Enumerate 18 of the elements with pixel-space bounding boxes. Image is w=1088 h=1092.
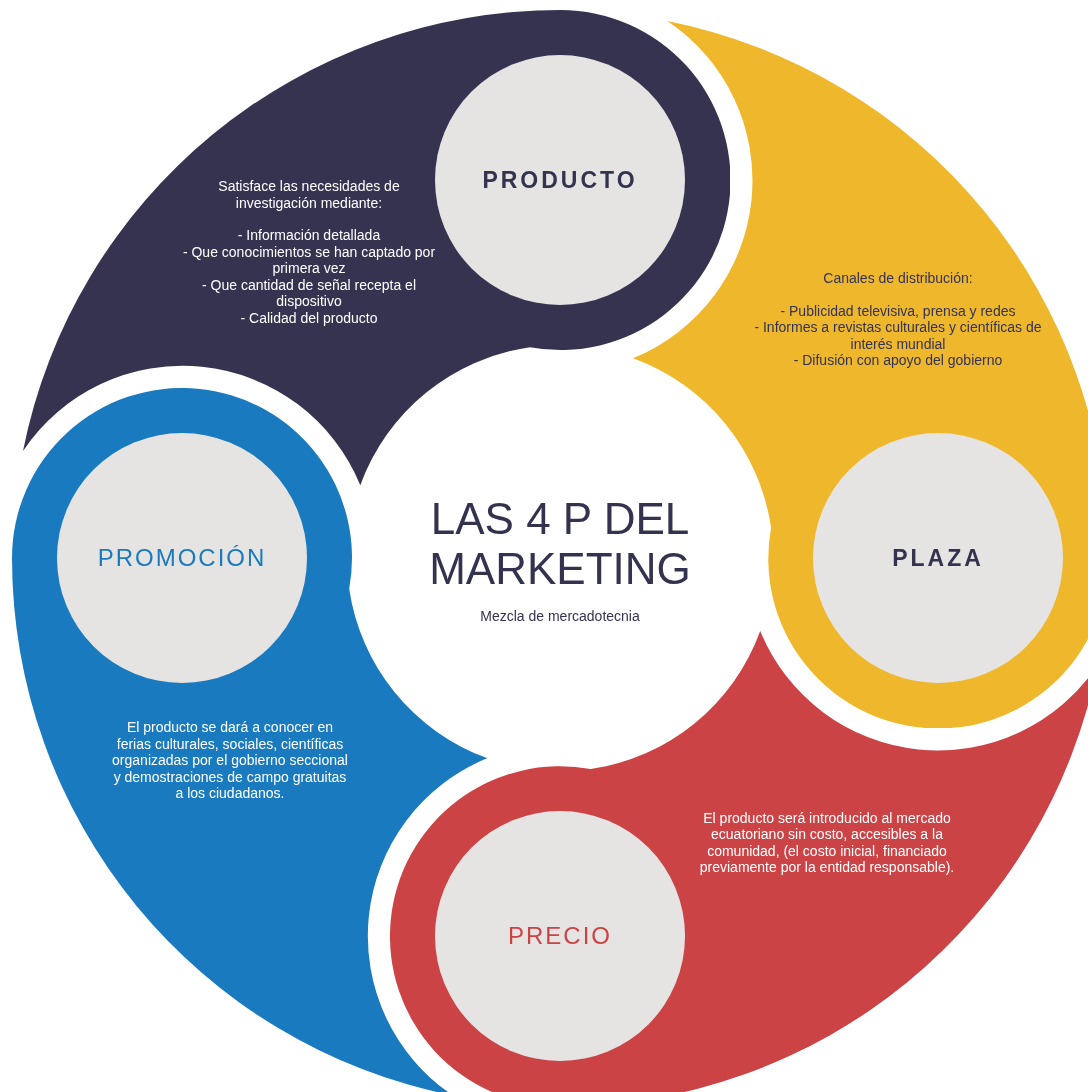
body-text: - Que conocimientos se han captado por primera vez (181, 243, 437, 277)
body-text: - Informes a revistas culturales y científicas de interés mundial (753, 319, 1043, 352)
diagram-title: LAS 4 P DEL MARKETING (428, 494, 692, 594)
section-heading: PRODUCTO (482, 166, 638, 194)
body-text: El producto será introducido al mercado ecuatoriano sin costo, accesibles a la comunidad, (el costo inicial, financiado previamente por la entidad responsable). (698, 810, 956, 876)
body-text: Satisface las necesidades de investigación mediante: (217, 178, 401, 211)
section-heading: PRECIO (508, 922, 612, 950)
body-text: - Que cantidad de señal recepta el dispositivo (201, 276, 417, 310)
body-text: Canales de distribución: (822, 270, 974, 287)
body-text: - Información detallada (236, 227, 382, 244)
body-text: El producto se dará a conocer en ferias culturales, sociales, científicas organizadas por el gobierno seccional y demostraciones de campo gratuitas a los ciudadanos. (112, 719, 348, 802)
swirl-petal (390, 630, 1088, 1092)
body-text: - Difusión con apoyo del gobierno (792, 352, 1004, 369)
section-heading: PLAZA (892, 544, 984, 572)
section-heading: PROMOCIÓN (97, 544, 267, 572)
body-text: - Calidad del producto (239, 309, 379, 326)
subtitle-text: Mezcla de mercadotecnia (479, 608, 641, 624)
body-text: - Publicidad televisiva, prensa y redes (779, 302, 1017, 319)
